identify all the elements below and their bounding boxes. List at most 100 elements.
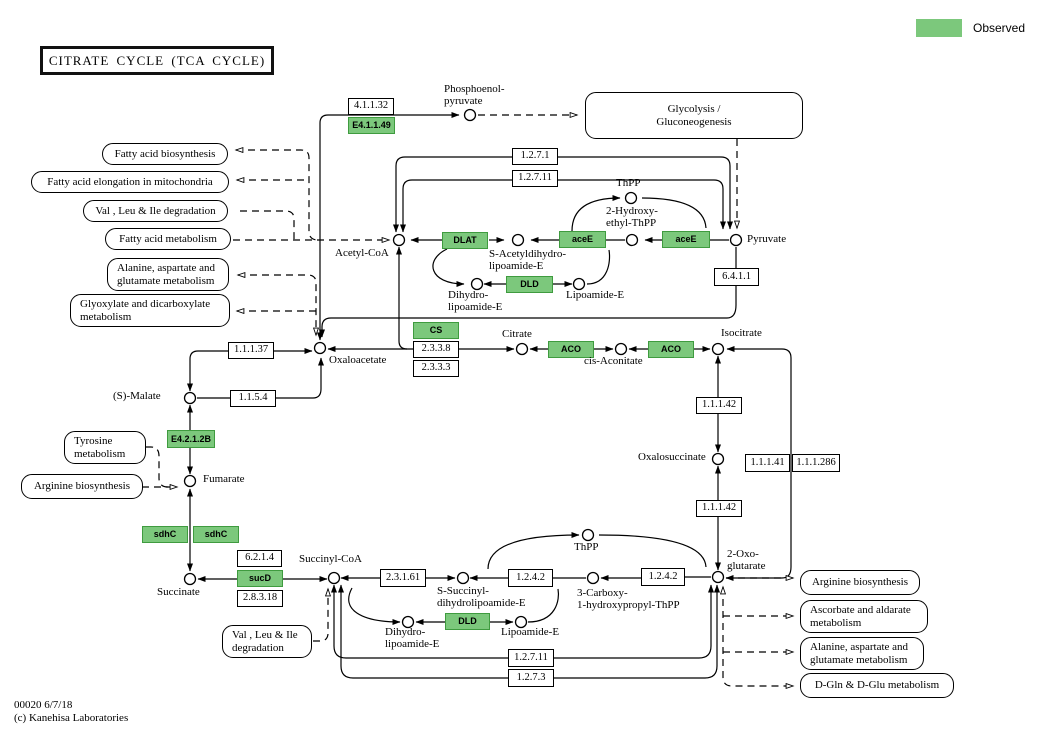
label-malate: (S)-Malate	[113, 390, 161, 402]
pathway-box-glycolysis[interactable]: Glycolysis / Gluconeogenesis	[585, 92, 803, 139]
label-3-carboxy-1-hydroxypropyl-thpp: 3-Carboxy- 1-hydroxypropyl-ThPP	[577, 587, 680, 611]
label-succinate: Succinate	[157, 586, 200, 598]
label-citrate: Citrate	[502, 328, 532, 340]
enzyme-box-1.2.4.2-2[interactable]: 1.2.4.2	[641, 568, 685, 586]
enzyme-box-4.1.1.32[interactable]: 4.1.1.32	[348, 98, 394, 115]
pathway-box-arginine-biosynthesis-right[interactable]: Arginine biosynthesis	[800, 570, 920, 595]
node-pyruvate[interactable]	[729, 233, 743, 247]
enzyme-box-1.1.1.42-upper[interactable]: 1.1.1.42	[696, 397, 742, 414]
node-succinate[interactable]	[183, 572, 197, 586]
node-dihydrolipoamide-top[interactable]	[470, 277, 484, 291]
label-fumarate: Fumarate	[203, 473, 245, 485]
enzyme-box-2.8.3.18[interactable]: 2.8.3.18	[237, 590, 283, 607]
label-dihydrolipoamide-bottom: Dihydro- lipoamide-E	[385, 626, 440, 650]
label-lipoamide-bottom: Lipoamide-E	[501, 626, 560, 638]
node-thpp-bottom[interactable]	[581, 528, 595, 542]
pathway-box-fatty-acid-elongation[interactable]: Fatty acid elongation in mitochondria	[31, 171, 229, 193]
node-isocitrate[interactable]	[711, 342, 725, 356]
node-malate[interactable]	[183, 391, 197, 405]
enzyme-box-1.1.1.286[interactable]: 1.1.1.286	[792, 454, 840, 472]
map-title: CITRATE CYCLE (TCA CYCLE)	[40, 46, 274, 75]
label-dihydrolipoamide-top: Dihydro- lipoamide-E	[448, 289, 503, 313]
pathway-box-val-leu-ile-degradation-bottom[interactable]: Val , Leu & Ile degradation	[222, 625, 312, 658]
pathway-box-ascorbate-aldarate[interactable]: Ascorbate and aldarate metabolism	[800, 600, 928, 633]
enzyme-box-1.2.7.1[interactable]: 1.2.7.1	[512, 148, 558, 165]
node-lipoamide-bottom[interactable]	[514, 615, 528, 629]
enzyme-box-6.2.1.4[interactable]: 6.2.1.4	[237, 550, 282, 567]
enzyme-box-1.2.4.2-1[interactable]: 1.2.4.2	[508, 569, 553, 587]
metabolite-nodes	[183, 108, 743, 629]
node-succinyl-coa[interactable]	[327, 571, 341, 585]
enzyme-box-1.2.7.11-bottom[interactable]: 1.2.7.11	[508, 649, 554, 667]
enzyme-box-2.3.3.3[interactable]: 2.3.3.3	[413, 360, 459, 377]
label-phosphoenolpyruvate: Phosphoenol- pyruvate	[444, 83, 505, 107]
node-2-oxoglutarate[interactable]	[711, 570, 725, 584]
node-cis-aconitate[interactable]	[614, 342, 628, 356]
node-fumarate[interactable]	[183, 474, 197, 488]
label-succinyl-coa: Succinyl-CoA	[299, 553, 362, 565]
enzyme-box-sdhC-1[interactable]: sdhC	[142, 526, 188, 543]
enzyme-box-aceE-2[interactable]: aceE	[662, 231, 710, 248]
node-3-carboxy-1-hydroxypropyl-thpp[interactable]	[586, 571, 600, 585]
enzyme-box-2.3.1.61[interactable]: 2.3.1.61	[380, 569, 426, 587]
map-id: 00020 6/7/18	[14, 699, 73, 711]
label-thpp-bottom: ThPP	[574, 541, 599, 553]
enzyme-box-CS[interactable]: CS	[413, 322, 459, 339]
enzyme-box-1.2.7.11-top[interactable]: 1.2.7.11	[512, 170, 558, 187]
node-lipoamide-top[interactable]	[572, 277, 586, 291]
node-thpp-top[interactable]	[624, 191, 638, 205]
enzyme-box-1.2.7.3[interactable]: 1.2.7.3	[508, 669, 554, 687]
node-dihydrolipoamide-bottom[interactable]	[401, 615, 415, 629]
label-cis-aconitate: cis-Aconitate	[584, 355, 643, 367]
node-s-acetyldihydrolipoamide[interactable]	[511, 233, 525, 247]
enzyme-box-sucD[interactable]: sucD	[237, 570, 283, 587]
node-acetyl-coa[interactable]	[392, 233, 406, 247]
legend: Observed	[916, 19, 1025, 37]
label-lipoamide-top: Lipoamide-E	[566, 289, 625, 301]
label-s-acetyldihydrolipoamide: S-Acetyldihydro- lipoamide-E	[489, 248, 566, 272]
pathway-box-alanine-aspartate-glutamate-left[interactable]: Alanine, aspartate and glutamate metabol…	[107, 258, 229, 291]
label-oxaloacetate: Oxaloacetate	[329, 354, 387, 366]
label-pyruvate: Pyruvate	[747, 233, 787, 245]
node-2-hydroxyethyl-thpp[interactable]	[625, 233, 639, 247]
node-phosphoenolpyruvate[interactable]	[463, 108, 477, 122]
pathway-box-arginine-biosynthesis-left[interactable]: Arginine biosynthesis	[21, 474, 143, 499]
enzyme-box-1.1.1.42-lower[interactable]: 1.1.1.42	[696, 500, 742, 517]
pathway-box-d-gln-d-glu[interactable]: D-Gln & D-Glu metabolism	[800, 673, 954, 698]
enzyme-box-ACO-1[interactable]: ACO	[548, 341, 594, 358]
node-oxaloacetate[interactable]	[313, 341, 327, 355]
enzyme-box-E4.1.1.49[interactable]: E4.1.1.49	[348, 117, 395, 134]
enzyme-box-2.3.3.8[interactable]: 2.3.3.8	[413, 341, 459, 358]
enzyme-box-E4.2.1.2B[interactable]: E4.2.1.2B	[167, 430, 215, 448]
node-citrate[interactable]	[515, 342, 529, 356]
enzyme-box-aceE-1[interactable]: aceE	[559, 231, 606, 248]
pathway-box-alanine-aspartate-glutamate-right[interactable]: Alanine, aspartate and glutamate metabol…	[800, 637, 924, 670]
pathway-box-fatty-acid-biosynthesis[interactable]: Fatty acid biosynthesis	[102, 143, 228, 165]
pathway-box-glyoxylate-dicarboxylate[interactable]: Glyoxylate and dicarboxylate metabolism	[70, 294, 230, 327]
enzyme-box-DLAT[interactable]: DLAT	[442, 232, 488, 249]
enzyme-box-6.4.1.1[interactable]: 6.4.1.1	[714, 268, 759, 286]
label-acetyl-coa: Acetyl-CoA	[335, 247, 389, 259]
enzyme-box-1.1.5.4[interactable]: 1.1.5.4	[230, 390, 276, 407]
enzyme-box-1.1.1.41[interactable]: 1.1.1.41	[745, 454, 790, 472]
pathway-box-tyrosine-metabolism[interactable]: Tyrosine metabolism	[64, 431, 146, 464]
label-2-hydroxyethyl-thpp: 2-Hydroxy- ethyl-ThPP	[606, 205, 658, 229]
node-s-succinyldihydrolipoamide[interactable]	[456, 571, 470, 585]
label-oxalosuccinate: Oxalosuccinate	[638, 451, 706, 463]
enzyme-box-DLD-bottom[interactable]: DLD	[445, 613, 490, 630]
enzyme-box-DLD-top[interactable]: DLD	[506, 276, 553, 293]
pathway-box-fatty-acid-metabolism[interactable]: Fatty acid metabolism	[105, 228, 231, 250]
dashed-edges	[142, 115, 793, 686]
enzyme-box-ACO-2[interactable]: ACO	[648, 341, 694, 358]
map-footer: 00020 6/7/18(c) Kanehisa Laboratories	[14, 699, 128, 725]
observed-color-swatch	[916, 19, 962, 37]
enzyme-box-sdhC-2[interactable]: sdhC	[193, 526, 239, 543]
label-isocitrate: Isocitrate	[721, 327, 762, 339]
node-oxalosuccinate[interactable]	[711, 452, 725, 466]
label-thpp-top: ThPP	[616, 177, 641, 189]
legend-label: Observed	[973, 21, 1026, 35]
enzyme-box-1.1.1.37[interactable]: 1.1.1.37	[228, 342, 274, 359]
pathway-box-val-leu-ile-degradation-top[interactable]: Val , Leu & Ile degradation	[83, 200, 228, 222]
